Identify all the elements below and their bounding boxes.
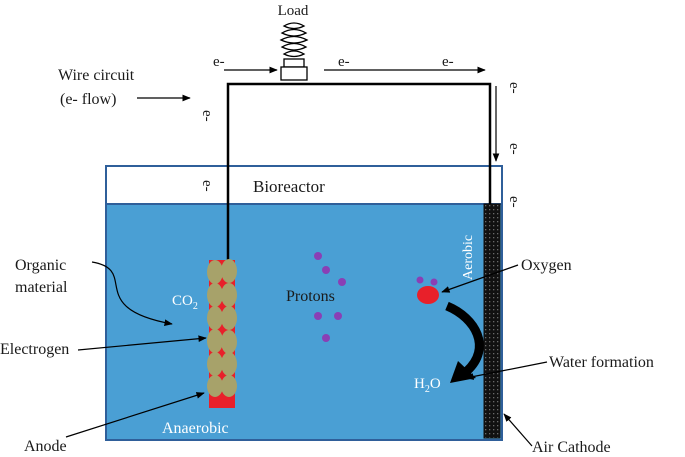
wire-circuit-label-flow: (e- flow) bbox=[60, 91, 116, 108]
electron-label: e- bbox=[199, 180, 215, 192]
anode-label: Anode bbox=[24, 438, 67, 455]
electrogen-label: Electrogen bbox=[0, 341, 69, 358]
bioreactor-headspace bbox=[105, 165, 503, 205]
electron-label: e- bbox=[506, 82, 522, 94]
electron-label: e- bbox=[506, 143, 522, 155]
co2-label: CO2 bbox=[172, 293, 198, 312]
aerobic-label: Aerobic bbox=[461, 235, 476, 280]
electron-label: e- bbox=[506, 196, 522, 208]
reaction-arrow bbox=[445, 301, 484, 375]
electron-label: e- bbox=[199, 110, 215, 122]
co2-main: CO bbox=[172, 293, 193, 309]
co2-subscript: 2 bbox=[193, 301, 198, 312]
wire-circuit-label: Wire circuit bbox=[58, 67, 135, 84]
electron-label: e- bbox=[213, 54, 225, 70]
load-label: Load bbox=[278, 3, 309, 19]
h2o-label: H2O bbox=[414, 376, 441, 395]
air-cathode-arrow bbox=[503, 413, 533, 447]
electrogen-arrow bbox=[77, 335, 207, 351]
water-formation-arrow bbox=[465, 361, 548, 380]
h2o-subscript: 2 bbox=[425, 384, 430, 395]
air-cathode-electrode bbox=[483, 203, 501, 439]
h2o-o: O bbox=[430, 376, 441, 392]
protons bbox=[314, 252, 438, 342]
organic-material-label-2: material bbox=[15, 279, 68, 296]
air-cathode-label: Air Cathode bbox=[532, 439, 611, 456]
light-bulb-icon bbox=[279, 22, 309, 81]
anode-arrow bbox=[65, 392, 205, 438]
anaerobic-label: Anaerobic bbox=[162, 420, 229, 437]
oxygen-molecule bbox=[417, 286, 439, 304]
oxygen-label: Oxygen bbox=[521, 257, 572, 274]
electron-label: e- bbox=[338, 54, 350, 70]
organic-material-arrow bbox=[91, 261, 173, 326]
electron-label: e- bbox=[442, 54, 454, 70]
organic-material-label: Organic bbox=[15, 257, 66, 274]
h2o-h: H bbox=[414, 376, 425, 392]
bioreactor-label: Bioreactor bbox=[253, 177, 325, 196]
water-formation-label: Water formation bbox=[549, 354, 654, 371]
wire-circuit bbox=[226, 82, 492, 262]
oxygen-pointer-arrow bbox=[441, 264, 519, 293]
bioreactor-liquid bbox=[105, 203, 503, 441]
electrogen-bacteria bbox=[207, 259, 237, 397]
protons-label: Protons bbox=[286, 288, 335, 305]
